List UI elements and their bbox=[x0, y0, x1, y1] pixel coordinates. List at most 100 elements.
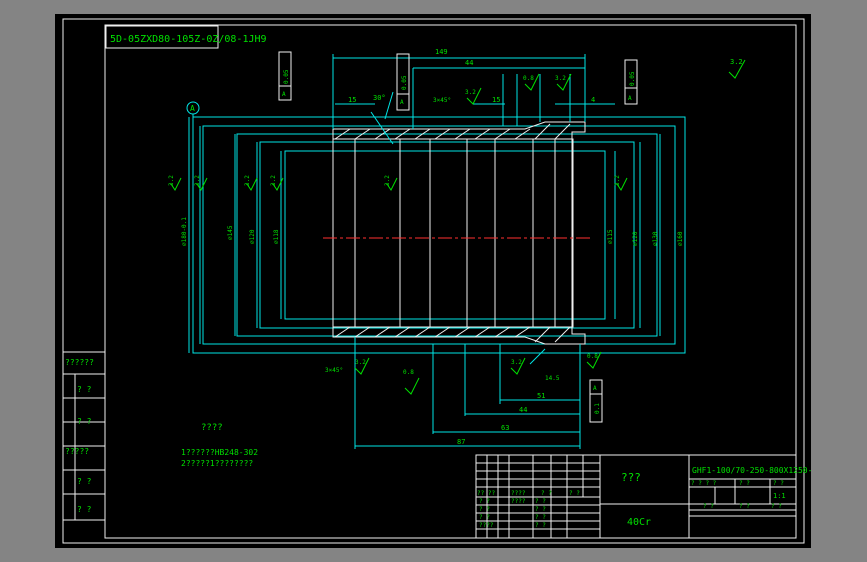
roughness-mark: 3.2 bbox=[354, 357, 370, 375]
title-bot-a: ? ? bbox=[703, 503, 714, 510]
title-cell-r3-a: ? ? bbox=[479, 506, 490, 513]
dim-bottom-3: 63 bbox=[501, 424, 509, 432]
tolerance-frame-1: 0.05 A bbox=[278, 51, 292, 101]
dim-top-left: 15 bbox=[348, 96, 356, 104]
title-block: GHF1-100/70-250-800X1250-05 ??? 40Cr 1:1… bbox=[475, 454, 811, 539]
title-part-number: GHF1-100/70-250-800X1250-05 bbox=[692, 466, 811, 475]
title-cell-r1-d: ? ? bbox=[569, 490, 580, 497]
side-table-cell-2: ? ? bbox=[77, 385, 92, 394]
drawing-sheet: 5D-05ZXD80-105Z-0Z/08-1JH9 ?????? ? ? ? … bbox=[55, 14, 811, 548]
roughness-mark: 3.2 bbox=[555, 73, 572, 91]
svg-text:3.2: 3.2 bbox=[555, 75, 566, 82]
dim-diameter-6: ⌀120 bbox=[632, 231, 639, 246]
svg-text:3.2: 3.2 bbox=[384, 175, 391, 186]
title-cell-r4-a: ? ? bbox=[479, 514, 490, 521]
technical-notes: ???? 1??????HB248-302 2?????1???????? bbox=[181, 423, 258, 468]
svg-text:3.2: 3.2 bbox=[270, 175, 277, 186]
svg-text:0.8: 0.8 bbox=[403, 369, 414, 376]
svg-text:3.2: 3.2 bbox=[614, 175, 621, 186]
notes-heading: ???? bbox=[201, 423, 223, 433]
side-table-cell-5: ? ? bbox=[77, 477, 92, 486]
title-cell-r5-a: ???? bbox=[479, 522, 494, 529]
outer-border bbox=[62, 18, 805, 544]
datum-circle bbox=[186, 101, 200, 115]
svg-text:A: A bbox=[593, 385, 597, 392]
tolerance-frame-2: 0.05 A bbox=[396, 53, 410, 111]
roughness-mark: 3.2 bbox=[270, 175, 284, 191]
svg-text:3.2: 3.2 bbox=[355, 359, 366, 366]
title-bot-b: ? ? bbox=[739, 503, 750, 510]
title-scale: 1:1 bbox=[773, 492, 786, 500]
svg-text:A: A bbox=[282, 91, 286, 98]
side-table-cell-4: ????? bbox=[65, 447, 89, 456]
dim-top-center: 15 bbox=[492, 96, 500, 104]
title-sheet-label: ? ? ? ? bbox=[691, 480, 717, 487]
title-cell-r3-c: ? ? bbox=[535, 506, 546, 513]
svg-text:0.05: 0.05 bbox=[629, 71, 636, 86]
part-outline bbox=[192, 116, 686, 354]
datum-label: A bbox=[190, 104, 195, 113]
roughness-mark: 3.2 bbox=[510, 357, 526, 375]
dim-diameter-4: ⌀118 bbox=[273, 229, 280, 244]
dim-chamfer: 3×45° bbox=[433, 97, 451, 104]
roughness-mark: 3.2 bbox=[168, 175, 182, 191]
svg-text:0.8: 0.8 bbox=[587, 353, 598, 360]
roughness-mark: 3.2 bbox=[465, 87, 482, 105]
dim-top-right-small: 4 bbox=[591, 96, 595, 104]
dim-bottom-small: 3×45° bbox=[325, 367, 343, 374]
roughness-mark: 0.8 bbox=[403, 369, 420, 395]
dim-bottom-r: 14.5 bbox=[545, 375, 560, 382]
title-bot-c: ? ? bbox=[771, 503, 782, 510]
drawing-code: 5D-05ZXD80-105Z-0Z/08-1JH9 bbox=[110, 34, 267, 45]
tolerance-frame-4: 0.1 A bbox=[589, 379, 603, 423]
title-cell-r1-a: ?? ?? bbox=[477, 490, 495, 497]
title-cell-r1-c: ? ? bbox=[541, 490, 552, 497]
title-top-b: ? ? bbox=[773, 480, 784, 487]
side-table: ?????? ? ? ? ? ????? ? ? ? ? bbox=[62, 351, 106, 521]
side-table-cell-1: ?????? bbox=[65, 358, 94, 367]
title-top-a: ? ? bbox=[739, 480, 750, 487]
notes-line-2: 2?????1???????? bbox=[181, 459, 253, 468]
svg-text:0.05: 0.05 bbox=[401, 75, 408, 90]
dimension-texts: 149 44 15 30° 3×45° 15 4 44 51 63 87 3×4… bbox=[181, 48, 684, 446]
roughness-mark: 0.8 bbox=[586, 351, 602, 369]
svg-text:0.1: 0.1 bbox=[594, 403, 601, 414]
dim-top-total: 149 bbox=[435, 48, 448, 56]
notes-line-1: 1??????HB248-302 bbox=[181, 448, 258, 457]
title-material: 40Cr bbox=[627, 517, 651, 528]
dim-diameter-5: ⌀115 bbox=[607, 229, 614, 244]
roughness-mark: 3.2 bbox=[614, 175, 628, 191]
svg-text:A: A bbox=[400, 99, 404, 106]
roughness-marks: 3.2 3.2 3.2 3.2 3.2 3.2 3.2 0.8 bbox=[168, 73, 628, 395]
svg-text:3.2: 3.2 bbox=[168, 175, 175, 186]
svg-text:3.2: 3.2 bbox=[244, 175, 251, 186]
title-cell-r2-b: ???? bbox=[511, 498, 526, 505]
drawing-canvas: 5D-05ZXD80-105Z-0Z/08-1JH9 ?????? ? ? ? … bbox=[62, 18, 811, 544]
roughness-mark: 3.2 bbox=[194, 175, 208, 191]
roughness-mark: 3.2 bbox=[244, 175, 258, 191]
title-part-name: ??? bbox=[621, 471, 641, 484]
title-cell-r4-c: ? ? bbox=[535, 514, 546, 521]
inner-border bbox=[104, 24, 797, 539]
dimension-lines bbox=[188, 54, 686, 449]
title-cell-r5-c: ? ? bbox=[535, 522, 546, 529]
dim-bottom-1: 44 bbox=[519, 406, 527, 414]
dim-angle: 30° bbox=[373, 94, 386, 102]
title-cell-r2-a: ? ? bbox=[479, 498, 490, 505]
svg-text:0.05: 0.05 bbox=[283, 69, 290, 84]
dim-bottom-4: 87 bbox=[457, 438, 465, 446]
dim-bottom-2: 51 bbox=[537, 392, 545, 400]
svg-text:3.2: 3.2 bbox=[194, 175, 201, 186]
side-table-cell-6: ? ? bbox=[77, 505, 92, 514]
svg-text:A: A bbox=[628, 95, 632, 102]
dim-diameter-1: ⌀180-0.1 bbox=[181, 217, 188, 246]
title-cell-r2-c: ? ? bbox=[535, 498, 546, 505]
title-cell-r1-b: ???? bbox=[511, 490, 526, 497]
general-roughness: 3.2 bbox=[728, 58, 746, 79]
dim-diameter-7: ⌀130 bbox=[652, 231, 659, 246]
tolerance-frame-3: 0.05 A bbox=[624, 59, 638, 105]
dim-top-mid: 44 bbox=[465, 59, 473, 67]
side-table-cell-3: ? ? bbox=[77, 417, 92, 426]
roughness-mark: 0.8 bbox=[523, 73, 540, 91]
dim-diameter-8: ⌀160 bbox=[677, 231, 684, 246]
